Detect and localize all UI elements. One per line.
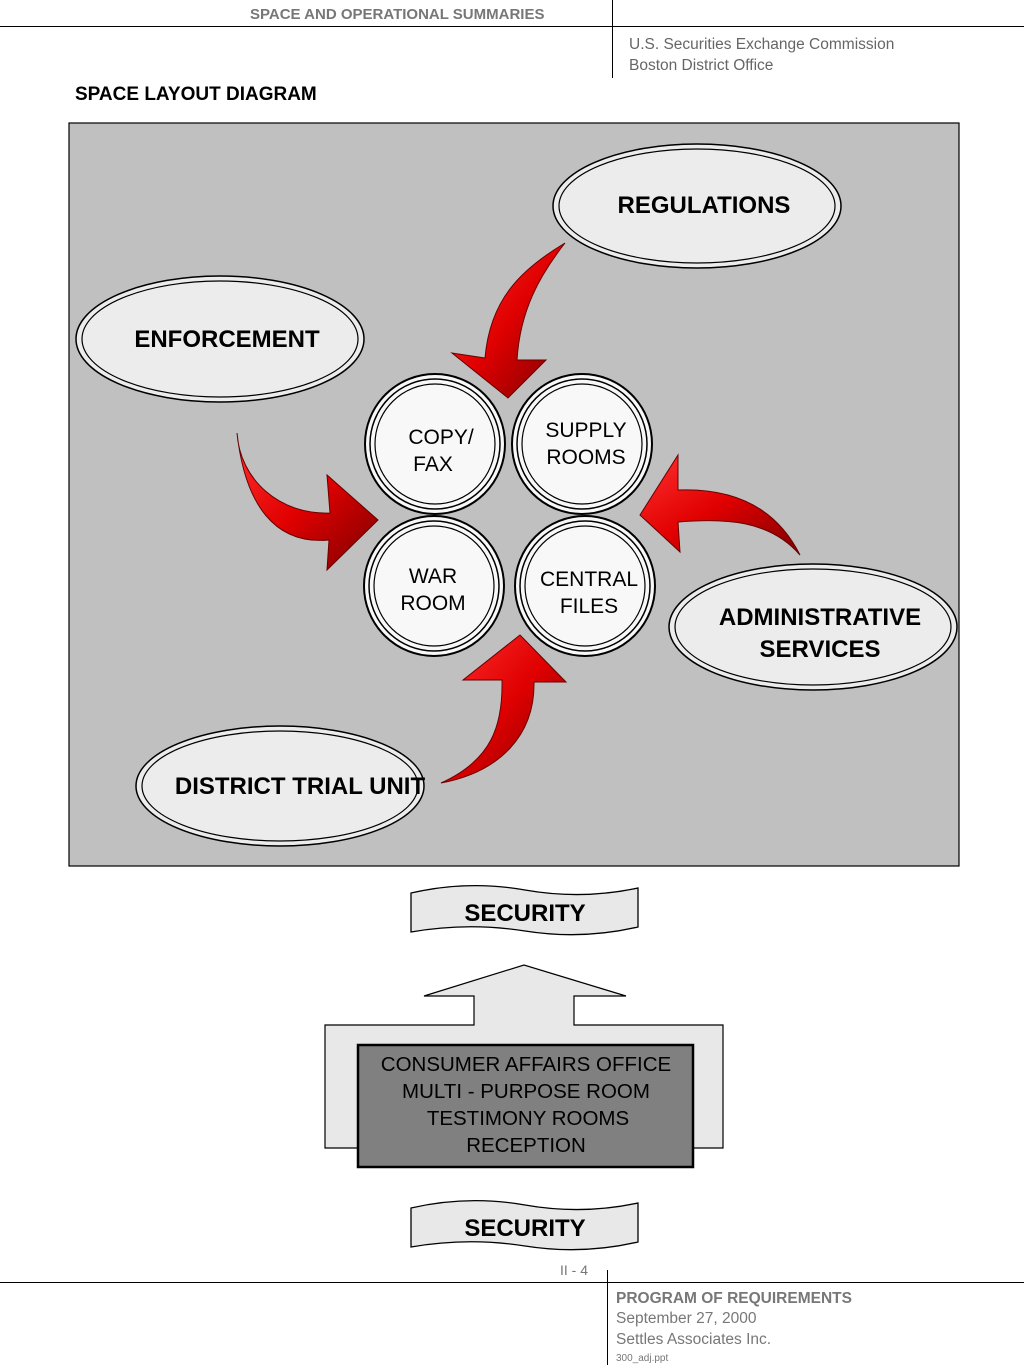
footer-divider	[0, 1282, 1024, 1283]
central-files-circle: CENTRAL FILES	[514, 515, 656, 657]
page-number: II - 4	[560, 1262, 589, 1278]
war-room-label-line2: ROOM	[400, 592, 465, 615]
public-area-line3: TESTIMONY ROOMS	[427, 1107, 629, 1130]
administrative-label-line2: SERVICES	[760, 636, 881, 663]
footer-filename: 300_adj.ppt	[616, 1353, 669, 1364]
public-area-box: CONSUMER AFFAIRS OFFICE MULTI - PURPOSE …	[356, 1043, 695, 1169]
central-files-label-line2: FILES	[560, 595, 618, 618]
footer-date: September 27, 2000	[616, 1310, 757, 1327]
copy-fax-circle: COPY/ FAX	[364, 373, 506, 515]
security-banner-bottom: SECURITY	[410, 1200, 639, 1251]
header-office: Boston District Office	[629, 57, 774, 74]
copy-fax-label-line2: FAX	[413, 453, 453, 476]
footer-vertical-divider	[607, 1270, 608, 1365]
administrative-label-line1: ADMINISTRATIVE	[719, 604, 921, 631]
space-layout-diagram: REGULATIONS ENFORCEMENT ADMINISTRATIVE S…	[68, 122, 960, 1251]
war-room-label-line1: WAR	[409, 565, 457, 588]
war-room-circle: WAR ROOM	[363, 515, 505, 657]
footer-program-title: PROGRAM OF REQUIREMENTS	[616, 1290, 852, 1307]
security-banner-top: SECURITY	[410, 885, 639, 936]
regulations-label: REGULATIONS	[618, 192, 791, 219]
footer-company: Settles Associates Inc.	[616, 1331, 772, 1348]
regulations-oval: REGULATIONS	[552, 143, 842, 269]
header-vertical-divider	[612, 0, 613, 78]
enforcement-label: ENFORCEMENT	[134, 326, 320, 353]
arrow-regulations	[450, 242, 566, 399]
district-trial-unit-oval: DISTRICT TRIAL UNIT	[135, 725, 426, 847]
public-area-line4: RECEPTION	[466, 1134, 586, 1157]
supply-rooms-circle: SUPPLY ROOMS	[511, 373, 653, 515]
administrative-services-oval: ADMINISTRATIVE SERVICES	[668, 563, 958, 691]
arrow-enforcement	[236, 432, 379, 572]
diagram-title: SPACE LAYOUT DIAGRAM	[75, 84, 317, 105]
central-files-label-line1: CENTRAL	[540, 568, 638, 591]
district-trial-unit-label: DISTRICT TRIAL UNIT	[175, 773, 426, 800]
supply-rooms-label-line2: ROOMS	[546, 446, 625, 469]
security-label-top: SECURITY	[464, 900, 585, 927]
header-divider	[0, 26, 1024, 27]
header-section-title: SPACE AND OPERATIONAL SUMMARIES	[250, 6, 545, 23]
header-organization: U.S. Securities Exchange Commission	[629, 36, 895, 53]
enforcement-oval: ENFORCEMENT	[75, 275, 365, 403]
arrow-district-trial-unit	[440, 634, 568, 784]
supply-rooms-label-line1: SUPPLY	[545, 419, 626, 442]
arrow-administrative	[639, 453, 801, 556]
security-label-bottom: SECURITY	[464, 1215, 585, 1242]
public-area-line2: MULTI - PURPOSE ROOM	[402, 1080, 650, 1103]
copy-fax-label-line1: COPY/	[408, 426, 474, 449]
public-area-line1: CONSUMER AFFAIRS OFFICE	[381, 1053, 671, 1076]
